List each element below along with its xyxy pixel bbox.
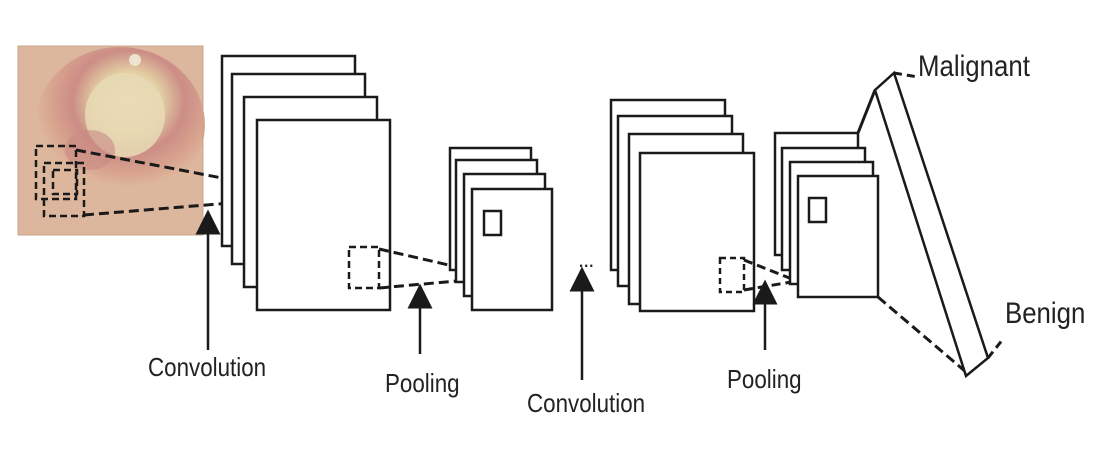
pointer-arrows (195, 209, 778, 380)
label-convolution-2: Convolution (527, 388, 646, 418)
input-receptive-field (34, 144, 86, 218)
fully-connected-layer (873, 70, 990, 379)
label-pooling-2: Pooling (727, 364, 802, 394)
output-label-benign: Benign (1005, 297, 1086, 330)
label-pooling-1: Pooling (385, 368, 460, 398)
pool-layer-1-maps (448, 146, 554, 312)
conv1-projection-lines (378, 247, 502, 290)
fc-connection-lines (856, 89, 967, 374)
conv-layer-1-maps (220, 54, 392, 312)
conv-layer-1-window (347, 245, 381, 290)
pool-layer-2-maps (773, 131, 880, 299)
conv-layer-2-window (718, 256, 746, 294)
output-connectors (893, 71, 1005, 359)
output-label-malignant: Malignant (918, 50, 1030, 83)
pool-layer-2-kernel (807, 196, 828, 224)
pool-layer-1-kernel (482, 209, 503, 237)
conv-layer-2-maps (609, 98, 756, 313)
label-convolution-1: Convolution (148, 352, 267, 382)
label-ellipsis: ... (578, 247, 594, 272)
